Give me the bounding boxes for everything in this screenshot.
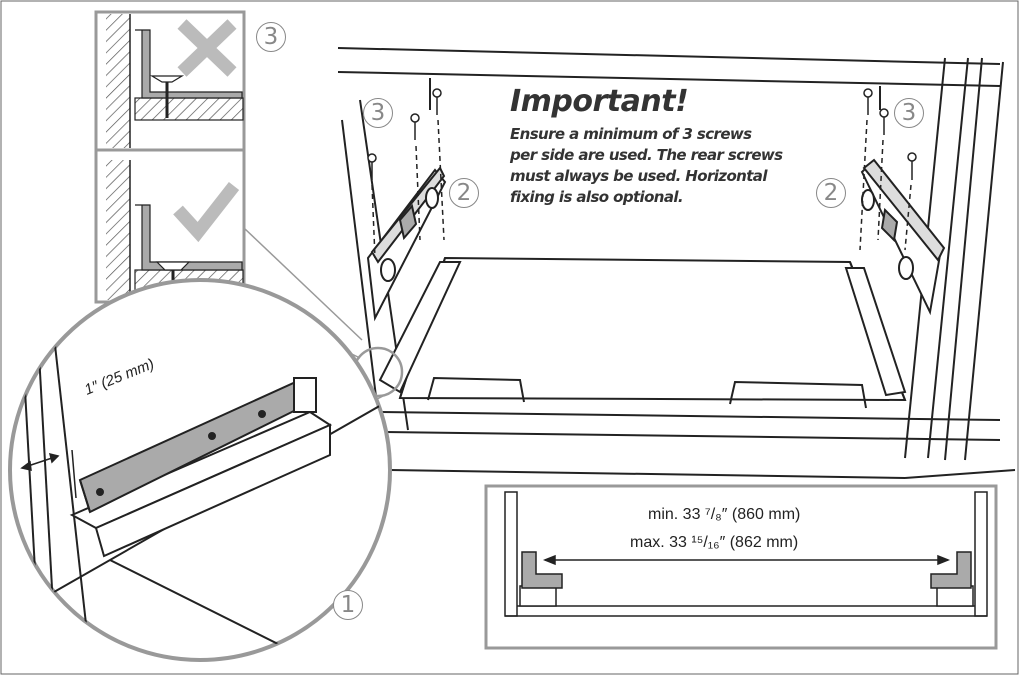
callout-3-left: 3 (363, 98, 393, 128)
screw-left-1 (367, 153, 377, 259)
right-mounting-bracket (860, 158, 946, 316)
callout-2-left: 2 (449, 178, 479, 208)
cross-icon (177, 19, 237, 77)
important-line-3: must always be used. Horizontal (510, 167, 767, 185)
important-heading: Important! (510, 84, 689, 119)
screw-detail-panel (94, 10, 246, 304)
cabinet-drawing (337, 47, 1016, 479)
important-note: Ensure a minimum of 3 screws per side ar… (510, 124, 810, 208)
screw-left-2 (410, 113, 421, 241)
check-icon (173, 181, 240, 243)
max-width-label: max. 33 ¹⁵/₁₆″ (862 mm) (630, 534, 799, 551)
magnified-detail (8, 278, 392, 662)
screw-right-2 (877, 108, 889, 241)
callout-3-detail: 3 (256, 22, 286, 52)
important-line-1: Ensure a minimum of 3 screws (510, 125, 752, 143)
callout-1: 1 (333, 590, 363, 620)
important-line-2: per side are used. The rear screws (510, 146, 783, 164)
min-width-label: min. 33 ⁷/₈″ (860 mm) (648, 506, 801, 523)
callout-2-right: 2 (816, 178, 846, 208)
screw-left-3 (432, 88, 445, 241)
screw-right-1 (859, 88, 873, 251)
screws (367, 88, 917, 259)
left-mounting-bracket (366, 166, 447, 322)
callout-3-right: 3 (894, 98, 924, 128)
important-line-4: fixing is also optional. (510, 188, 684, 206)
screw-right-3 (904, 152, 917, 251)
clearance-dimension (20, 449, 77, 499)
width-dimension-panel (484, 484, 998, 650)
